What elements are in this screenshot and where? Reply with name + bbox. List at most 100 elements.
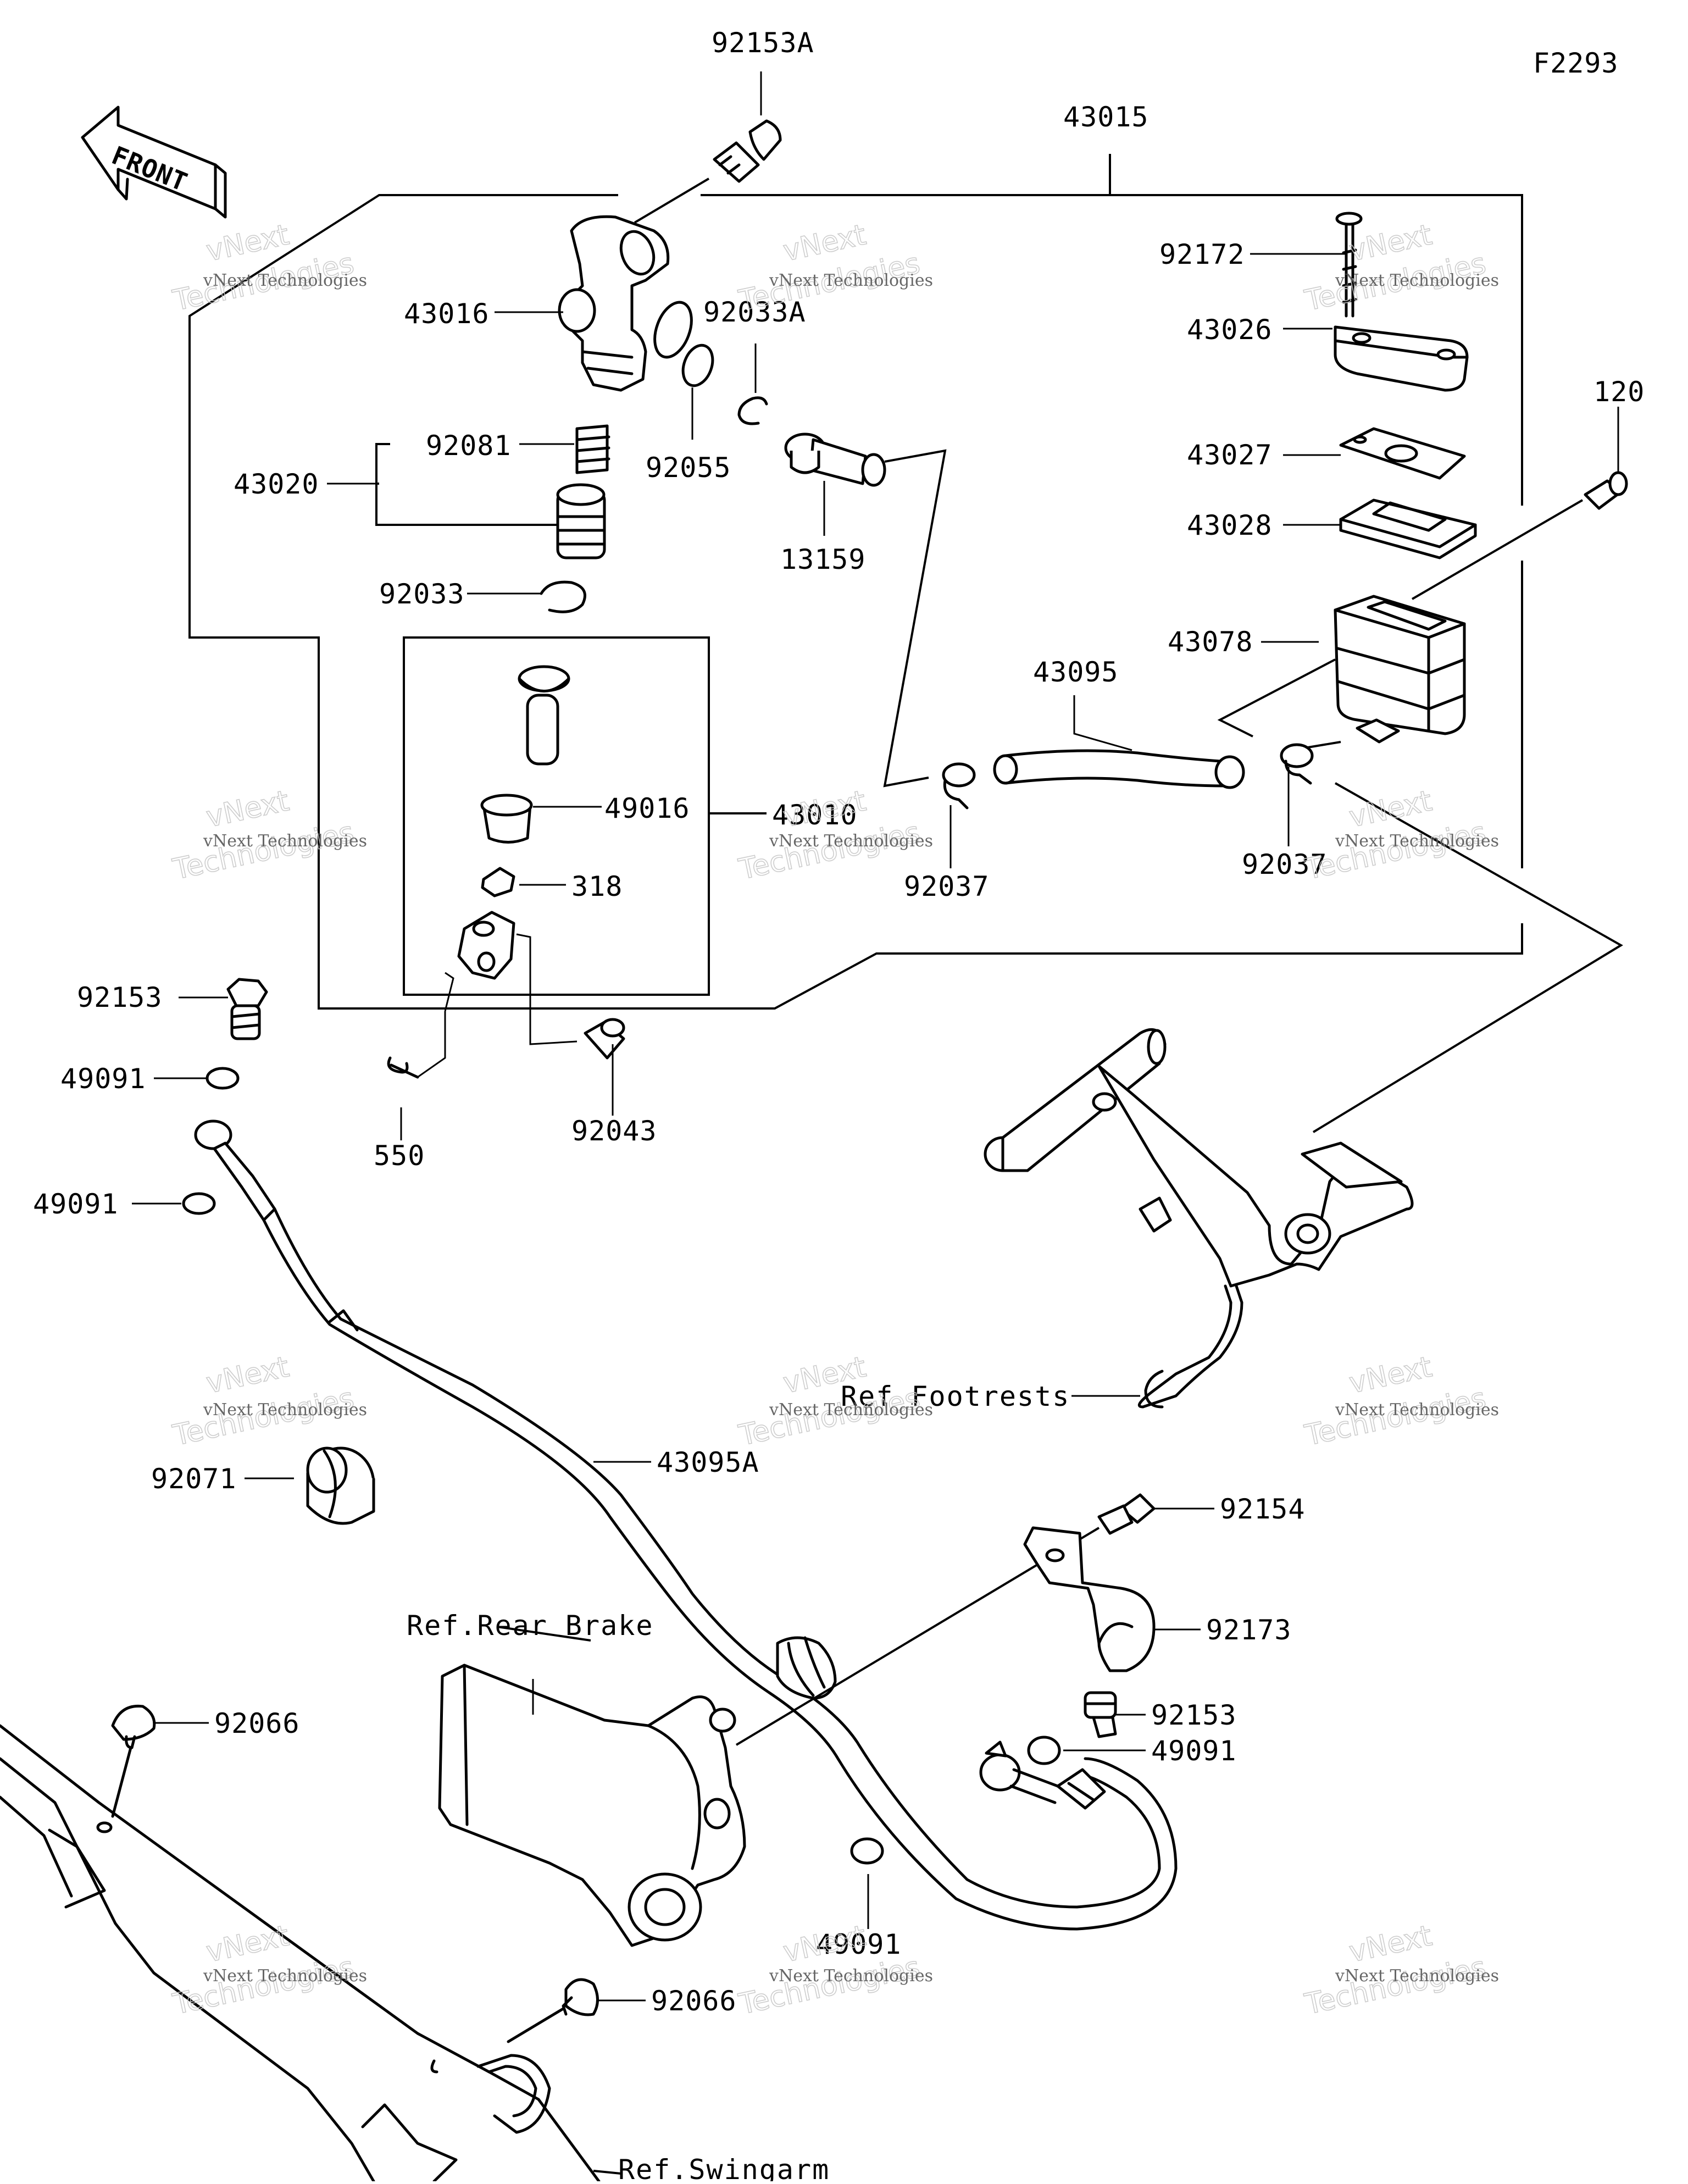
leader-120-axis bbox=[1411, 499, 1584, 600]
label-92033A: 92033A bbox=[703, 296, 806, 328]
label-92037-right: 92037 bbox=[1242, 849, 1328, 880]
label-49091-d: 49091 bbox=[816, 1928, 902, 1960]
watermark-4: Technologies vNext vNext Technologies bbox=[169, 784, 367, 887]
label-43095: 43095 bbox=[1033, 656, 1119, 688]
label-43028: 43028 bbox=[1187, 509, 1273, 541]
label-43078: 43078 bbox=[1168, 626, 1253, 658]
leader-92153A-axis bbox=[634, 178, 710, 224]
watermark-10: Technologies vNext vNext Technologies bbox=[169, 1919, 367, 2022]
screw-92172 bbox=[1335, 212, 1363, 318]
label-43095A: 43095A bbox=[657, 1446, 759, 1478]
figure-code: F2293 bbox=[1533, 47, 1619, 79]
plug-92066-b bbox=[507, 1978, 599, 2043]
footrest-bracket bbox=[984, 1028, 1414, 1409]
watermark-1: Technologies vNext vNext Technologies bbox=[169, 218, 367, 318]
svg-text:Technologies: Technologies bbox=[736, 1951, 923, 2021]
screw-120 bbox=[1584, 471, 1628, 510]
svg-text:Technologies: Technologies bbox=[1302, 816, 1489, 886]
clevis bbox=[457, 911, 515, 980]
leader-rear-brake bbox=[497, 1626, 591, 1642]
svg-text:vNext Technologies: vNext Technologies bbox=[203, 832, 367, 851]
washer-49091-a bbox=[206, 1067, 240, 1090]
label-43020: 43020 bbox=[234, 468, 319, 500]
label-92153-top: 92153 bbox=[77, 982, 163, 1013]
hose-clamp-92037-left bbox=[942, 762, 976, 810]
banjo-bolt-92153-upper bbox=[226, 978, 268, 1040]
label-92037-left: 92037 bbox=[904, 871, 990, 902]
watermark-3: Technologies vNext vNext Technologies bbox=[1301, 218, 1499, 318]
svg-text:Technologies: Technologies bbox=[170, 1951, 357, 2021]
label-49091-c: 49091 bbox=[1151, 1735, 1237, 1767]
svg-text:Technologies: Technologies bbox=[170, 816, 357, 886]
svg-text:vNext Technologies: vNext Technologies bbox=[769, 1400, 933, 1420]
boot-49016 bbox=[480, 794, 533, 844]
svg-text:vNext: vNext bbox=[203, 784, 292, 834]
part-labels: 92153A 43015 92172 43016 92033A 43026 43… bbox=[33, 27, 1645, 2184]
leader-reservoir-axis bbox=[1217, 658, 1336, 738]
label-92153-bottom: 92153 bbox=[1151, 1699, 1237, 1731]
label-550: 550 bbox=[374, 1140, 425, 1172]
svg-text:vNext: vNext bbox=[1346, 1919, 1435, 1969]
washer-49091-c bbox=[1027, 1736, 1061, 1765]
label-49091-a: 49091 bbox=[60, 1063, 146, 1095]
ref-swingarm: Ref.Swingarm bbox=[618, 2154, 830, 2181]
watermark-9: Technologies vNext vNext Technologies bbox=[1301, 1350, 1499, 1453]
plug-92066-a bbox=[111, 1704, 156, 1818]
svg-text:vNext: vNext bbox=[1346, 784, 1435, 834]
label-92081: 92081 bbox=[426, 430, 512, 462]
leader-swingarm bbox=[593, 2170, 621, 2175]
svg-text:vNext Technologies: vNext Technologies bbox=[1335, 1966, 1499, 1986]
assembly-box-43010 bbox=[403, 636, 710, 996]
swingarm bbox=[0, 1724, 601, 2183]
svg-text:vNext Technologies: vNext Technologies bbox=[203, 271, 367, 290]
label-92033: 92033 bbox=[379, 578, 465, 610]
leader-to-footrest bbox=[1312, 782, 1623, 1133]
washer-49091-b bbox=[182, 1192, 216, 1215]
watermark-11: Technologies vNext vNext Technologies bbox=[735, 1919, 933, 2022]
label-49091-b: 49091 bbox=[33, 1188, 119, 1220]
circlip-92033A bbox=[737, 396, 768, 425]
bolt-92154 bbox=[1097, 1493, 1156, 1535]
label-13159: 13159 bbox=[780, 544, 866, 575]
label-43016: 43016 bbox=[404, 298, 490, 330]
front-arrow-icon: FRONT bbox=[81, 106, 227, 219]
watermark-2: Technologies vNext vNext Technologies bbox=[735, 218, 933, 318]
svg-text:vNext: vNext bbox=[1346, 1350, 1435, 1400]
label-92071: 92071 bbox=[151, 1463, 237, 1495]
svg-text:vNext Technologies: vNext Technologies bbox=[1335, 832, 1499, 851]
watermark-6: Technologies vNext vNext Technologies bbox=[1301, 784, 1499, 887]
leader-lines bbox=[132, 71, 1619, 2002]
svg-text:vNext Technologies: vNext Technologies bbox=[203, 1966, 367, 1986]
svg-text:vNext Technologies: vNext Technologies bbox=[769, 1966, 933, 1986]
label-43010: 43010 bbox=[772, 799, 858, 831]
svg-text:vNext Technologies: vNext Technologies bbox=[1335, 271, 1499, 290]
circlip-92033 bbox=[540, 580, 586, 613]
label-92153A: 92153A bbox=[712, 27, 814, 59]
watermark-12: Technologies vNext vNext Technologies bbox=[1301, 1919, 1499, 2022]
label-43027: 43027 bbox=[1187, 439, 1273, 471]
clevis-pin-92043 bbox=[584, 1018, 625, 1060]
leader-13159-to-clamp bbox=[883, 449, 947, 788]
label-43026: 43026 bbox=[1187, 314, 1273, 346]
pushrod bbox=[518, 665, 570, 766]
label-318: 318 bbox=[571, 871, 623, 902]
svg-text:vNext Technologies: vNext Technologies bbox=[1335, 1400, 1499, 1420]
ref-rear-brake: Ref.Rear Brake bbox=[407, 1610, 653, 1642]
master-cylinder-43016 bbox=[558, 215, 693, 392]
plate-43027 bbox=[1339, 427, 1466, 480]
label-120: 120 bbox=[1593, 376, 1645, 408]
svg-text:vNext: vNext bbox=[203, 1350, 292, 1400]
rear-brake-caliper bbox=[438, 1664, 746, 1947]
hose-43095 bbox=[993, 749, 1245, 789]
diaphragm-43028 bbox=[1339, 498, 1477, 559]
svg-text:vNext: vNext bbox=[203, 218, 292, 268]
watermark-7: Technologies vNext vNext Technologies bbox=[169, 1350, 367, 1453]
label-92154: 92154 bbox=[1220, 1493, 1306, 1525]
label-92172: 92172 bbox=[1159, 239, 1245, 270]
watermark-8: Technologies vNext vNext Technologies bbox=[735, 1350, 933, 1453]
svg-text:vNext Technologies: vNext Technologies bbox=[769, 271, 933, 290]
bolt-92153A bbox=[713, 119, 782, 183]
cotter-pin-550 bbox=[387, 1056, 419, 1079]
